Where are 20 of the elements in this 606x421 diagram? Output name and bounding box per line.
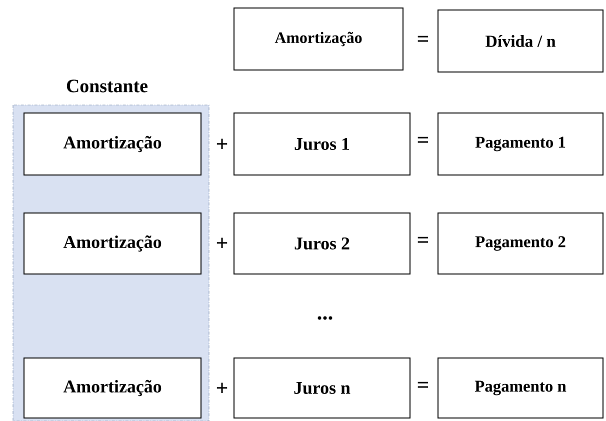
text-box: Juros 1 [234,112,410,176]
text-box: Amortização [234,8,404,70]
operator-sign: = [418,382,428,388]
operator-sign: = [418,136,428,143]
text-box: Amortização [24,212,202,274]
text-box: Pagamento n [438,358,604,418]
text-box: Dívida / n [438,10,604,72]
node-label: Constante [66,80,148,92]
operator-sign: + [216,238,228,248]
operator-sign: + [216,382,228,394]
text-box: Amortização [24,112,202,176]
text-box: Pagamento 1 [438,112,604,176]
operator-sign: = [418,236,428,243]
operator-sign: + [216,138,228,150]
operator-sign: ... [318,316,332,320]
text-box: Pagamento 2 [438,212,604,274]
text-box: Juros n [234,358,410,418]
text-box: Juros 2 [234,212,410,274]
operator-sign: = [418,36,428,42]
text-box: Amortização [24,358,202,418]
